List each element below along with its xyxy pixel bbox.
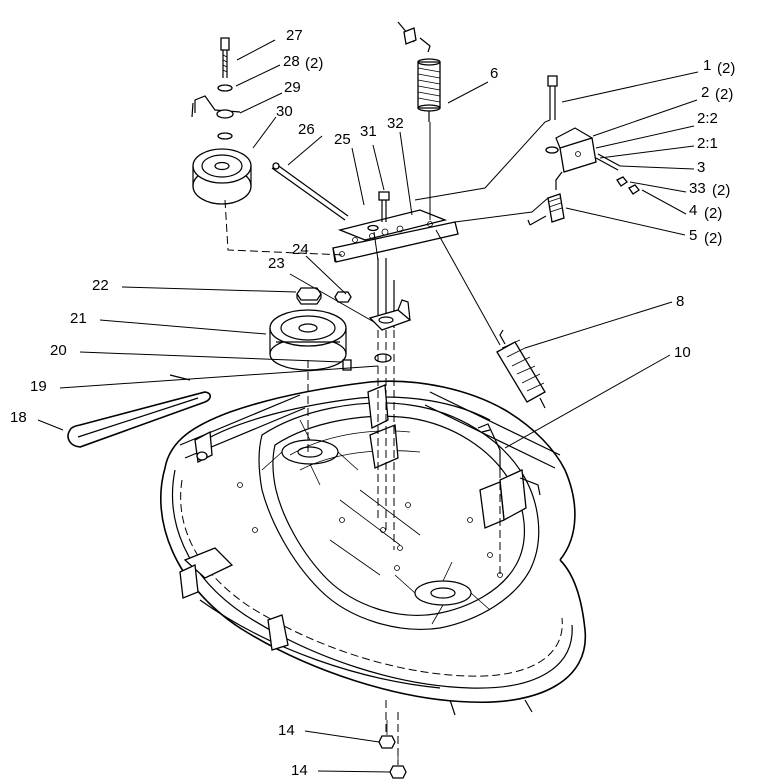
label-2-1: 2:1 xyxy=(697,135,718,152)
label-18: 18 xyxy=(10,409,27,426)
label-26: 26 xyxy=(298,121,315,138)
label-4: 4 xyxy=(689,202,697,219)
label-22: 22 xyxy=(92,277,109,294)
idler-arm-plate xyxy=(332,191,459,328)
label-2-2: 2:2 xyxy=(697,110,718,127)
label-33-qty: (2) xyxy=(712,182,730,199)
leader-lines xyxy=(37,39,699,773)
label-24: 24 xyxy=(292,241,309,258)
label-3: 3 xyxy=(697,159,705,176)
label-19: 19 xyxy=(30,378,47,395)
label-6: 6 xyxy=(490,65,498,82)
label-1-qty: (2) xyxy=(717,60,735,77)
label-4-qty: (2) xyxy=(704,205,722,222)
label-5: 5 xyxy=(689,227,697,244)
label-33: 33 xyxy=(689,180,706,197)
label-8: 8 xyxy=(676,293,684,310)
label-29: 29 xyxy=(284,79,301,96)
springs xyxy=(397,21,546,409)
label-21: 21 xyxy=(70,310,87,327)
label-25: 25 xyxy=(334,131,351,148)
label-31: 31 xyxy=(360,123,377,140)
label-2: 2 xyxy=(701,84,709,101)
label-27: 27 xyxy=(286,27,303,44)
label-30: 30 xyxy=(276,103,293,120)
label-1: 1 xyxy=(703,57,711,74)
upper-idler-assembly xyxy=(191,37,349,221)
label-20: 20 xyxy=(50,342,67,359)
mower-deck xyxy=(160,380,587,716)
label-32: 32 xyxy=(387,115,404,132)
right-arm-assembly xyxy=(477,75,640,470)
label-2-qty: (2) xyxy=(715,86,733,103)
part-labels: 27 28 (2) 29 30 26 25 31 32 6 1 (2) 2 (2… xyxy=(10,27,735,779)
label-23: 23 xyxy=(268,255,285,272)
label-5-qty: (2) xyxy=(704,230,722,247)
label-28-qty: (2) xyxy=(305,55,323,72)
deck-nuts xyxy=(378,720,407,779)
label-14-upper: 14 xyxy=(278,722,295,739)
alignment-lines xyxy=(224,119,551,765)
label-14-lower: 14 xyxy=(291,762,308,779)
label-10: 10 xyxy=(674,344,691,361)
label-28: 28 xyxy=(283,53,300,70)
lower-pulley-group xyxy=(269,287,412,371)
